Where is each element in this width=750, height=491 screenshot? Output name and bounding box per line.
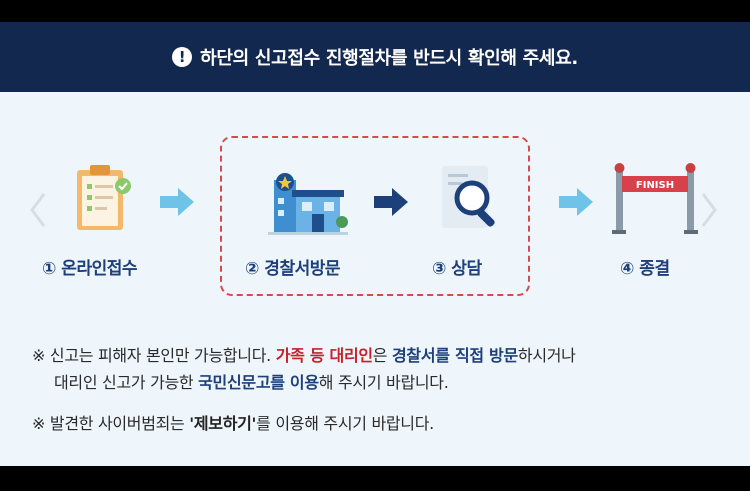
step-consult: ③ 상담 [432, 259, 482, 279]
step-police-visit: ② 경찰서방문 [245, 259, 341, 279]
exclamation-circle-icon: ! [172, 47, 193, 67]
arrow-right-icon [160, 188, 194, 216]
banner-text: 하단의 신고접수 진행절차를 반드시 확인해 주세요. [200, 48, 578, 69]
step-closure: ④ 종결 [620, 259, 670, 279]
note-1-cont: 대리인 신고가 가능한 국민신문고를 이용해 주시기 바랍니다. [54, 373, 449, 392]
note-2: ※ 발견한 사이버범죄는 '제보하기'를 이용해 주시기 바랍니다. [32, 414, 434, 433]
finish-banner-text: FINISH [636, 180, 674, 191]
carousel-next-icon[interactable] [697, 190, 721, 230]
finish-line-icon: FINISH [612, 163, 698, 234]
arrow-right-icon [559, 188, 593, 216]
clipboard-check-icon [77, 165, 131, 230]
notice-banner: ! 하단의 신고접수 진행절차를 반드시 확인해 주세요. [0, 22, 750, 92]
note-1: ※ 신고는 피해자 본인만 가능합니다. 가족 등 대리인은 경찰서를 직접 방… [32, 346, 576, 365]
step-online-report: ① 온라인접수 [42, 259, 138, 279]
carousel-prev-icon[interactable] [26, 190, 50, 230]
magnifier-document-icon [442, 166, 495, 228]
procedure-panel: ! 하단의 신고접수 진행절차를 반드시 확인해 주세요. [0, 22, 750, 466]
visit-consult-highlight [220, 136, 530, 296]
notice-notes: ※ 신고는 피해자 본인만 가능합니다. 가족 등 대리인은 경찰서를 직접 방… [32, 342, 722, 437]
police-station-icon [268, 173, 348, 235]
arrow-right-icon [374, 188, 408, 216]
